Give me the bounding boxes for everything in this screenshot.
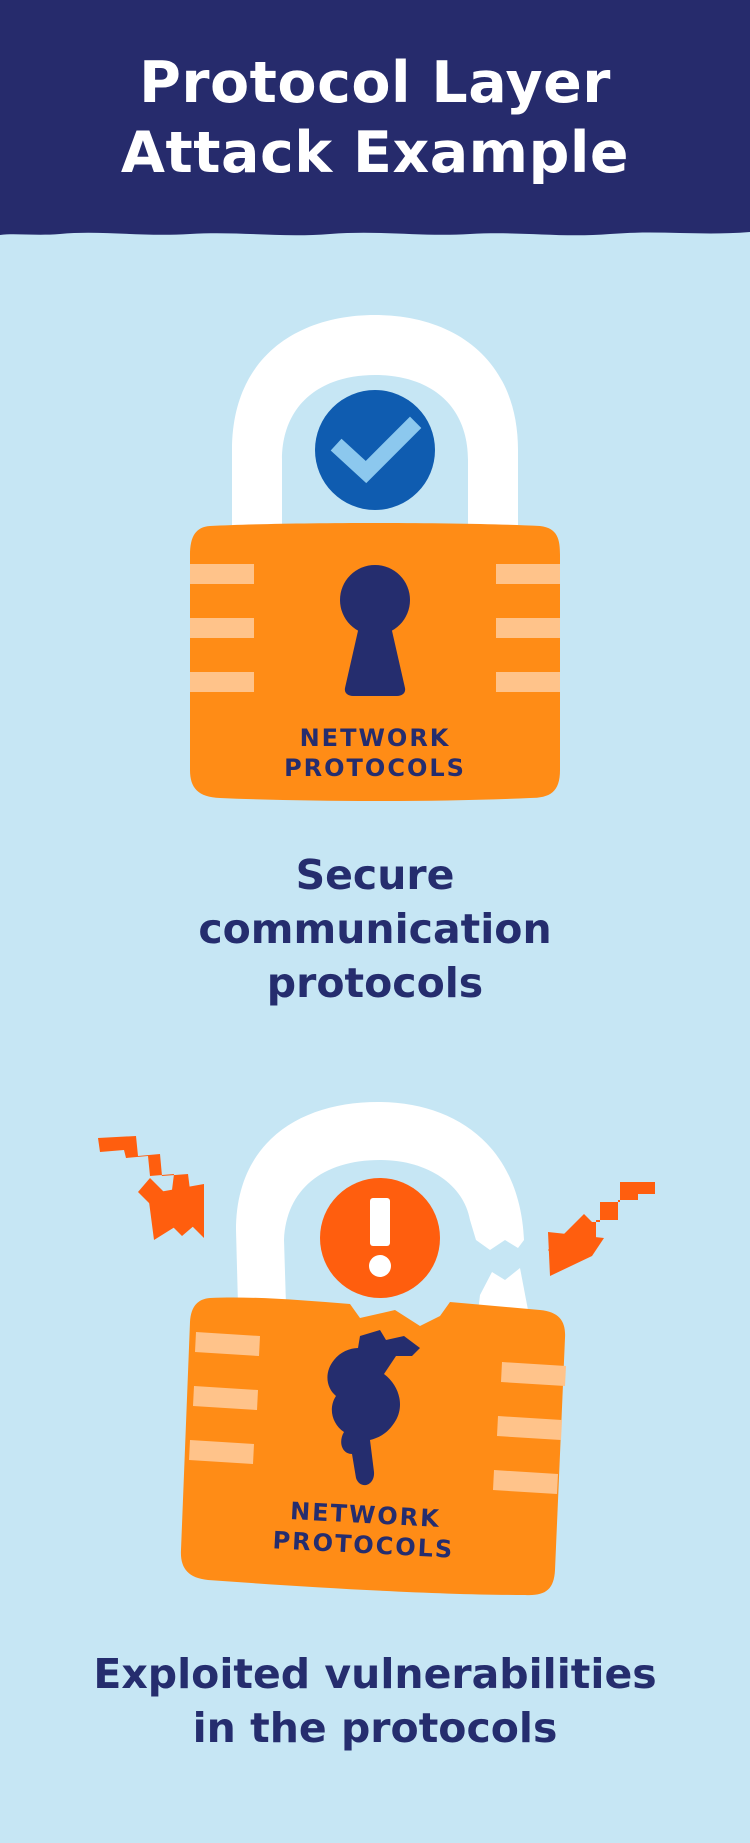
title-line-1: Protocol Layer [139, 50, 611, 116]
secure-padlock-illustration: NETWORK PROTOCOLS [190, 315, 560, 801]
secure-caption-line-1: Secure [295, 851, 455, 899]
keyhole-icon [340, 565, 410, 696]
broken-stripes-left [189, 1332, 260, 1464]
title-line-2: Attack Example [120, 120, 630, 186]
broken-lock-body [180, 1297, 566, 1596]
lock-label-line-1: NETWORK [300, 724, 451, 752]
exploited-caption: Exploited vulnerabilities in the protoco… [0, 1647, 750, 1755]
secure-caption-line-3: protocols [266, 959, 484, 1007]
zigzag-arrow-right-icon [548, 1182, 655, 1276]
cracked-keyhole-icon [327, 1330, 420, 1486]
broken-shackle [236, 1102, 524, 1305]
header-banner: Protocol Layer Attack Example [0, 0, 750, 236]
exclamation-icon [320, 1178, 440, 1298]
lock-shackle [232, 315, 518, 545]
checkmark-icon [315, 390, 435, 510]
exploited-caption-line-2: in the protocols [192, 1704, 558, 1752]
broken-padlock-illustration: NETWORK PROTOCOLS [98, 1102, 655, 1596]
header-background [0, 0, 750, 236]
broken-stripes-right [493, 1362, 566, 1494]
secure-caption: Secure communication protocols [0, 848, 750, 1010]
exploited-caption-line-1: Exploited vulnerabilities [93, 1650, 657, 1698]
zigzag-arrow-left-icon [98, 1136, 204, 1240]
shackle-fragment [478, 1268, 528, 1312]
lock-label-line-2: PROTOCOLS [284, 754, 466, 782]
secure-caption-line-2: communication [198, 905, 552, 953]
page-title: Protocol Layer Attack Example [0, 48, 750, 188]
lock-stripes-left [190, 564, 254, 692]
lock-stripes-right [496, 564, 560, 692]
